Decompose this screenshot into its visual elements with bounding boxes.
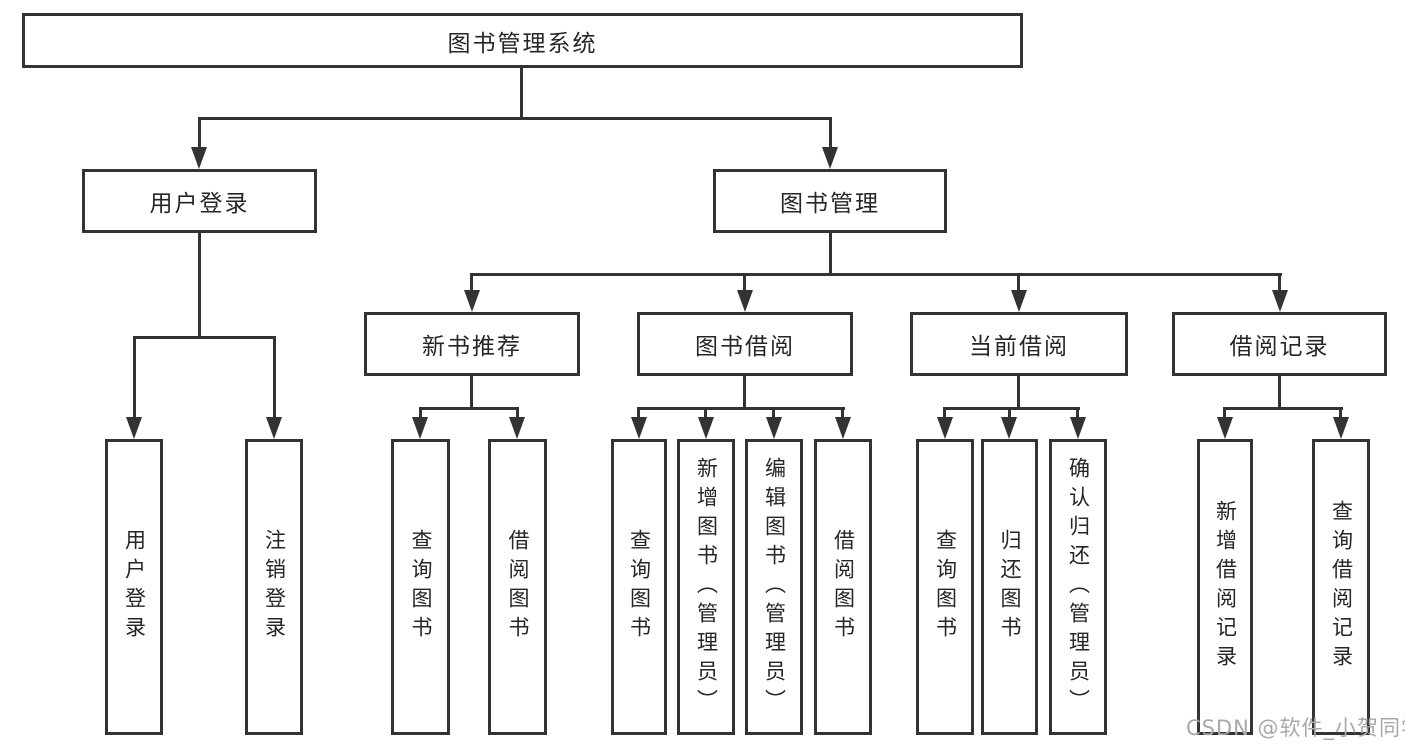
edge-horizontal (419, 407, 519, 410)
arrow-down-icon (631, 417, 647, 439)
edge-vertical (1339, 407, 1342, 419)
edge-vertical (1076, 407, 1079, 419)
arrow-down-icon (937, 417, 953, 439)
leaf-br-add-record: 新增借阅记录 (1197, 439, 1253, 735)
edge-vertical (772, 407, 775, 419)
edge-vertical (704, 407, 707, 419)
watermark: CSDN @软件_小贺同学 (1186, 716, 1405, 740)
node-user-login: 用户登录 (82, 169, 317, 233)
arrow-down-icon (266, 417, 282, 439)
edge-vertical (1017, 376, 1020, 410)
edge-vertical (470, 376, 473, 410)
edge-vertical (1008, 407, 1011, 419)
edge-vertical (470, 273, 473, 293)
leaf-cb-query-books: 查询图书 (916, 439, 974, 735)
arrow-down-icon (1001, 417, 1017, 439)
edge-vertical (829, 117, 832, 150)
edge-vertical (133, 336, 136, 420)
arrow-down-icon (1070, 417, 1086, 439)
leaf-bb-query-books: 查询图书 (611, 439, 667, 735)
leaf-rec-borrow-books: 借阅图书 (488, 439, 547, 735)
edge-vertical (743, 273, 746, 293)
edge-horizontal (1224, 407, 1343, 410)
arrow-down-icon (766, 417, 782, 439)
node-new-book-recommend: 新书推荐 (364, 312, 580, 376)
leaf-cb-return-books: 归还图书 (981, 439, 1038, 735)
arrow-down-icon (1272, 290, 1288, 312)
leaf-rec-query-books: 查询图书 (391, 439, 450, 735)
edge-vertical (516, 407, 519, 419)
leaf-bb-add-books: 新增图书（管理员） (677, 439, 735, 735)
node-current-borrow: 当前借阅 (910, 312, 1128, 376)
arrow-down-icon (835, 417, 851, 439)
edge-vertical (829, 233, 832, 276)
edge-vertical (841, 407, 844, 419)
arrow-down-icon (737, 290, 753, 312)
leaf-logout: 注销登录 (245, 439, 303, 735)
node-book-management: 图书管理 (713, 169, 947, 233)
arrow-down-icon (412, 417, 428, 439)
arrow-down-icon (191, 147, 207, 169)
edge-horizontal (944, 407, 1080, 410)
edge-vertical (520, 67, 523, 119)
leaf-cb-confirm-return: 确认归还（管理员） (1049, 439, 1107, 735)
edge-horizontal (471, 273, 1282, 276)
node-root: 图书管理系统 (22, 13, 1023, 68)
edge-vertical (1278, 376, 1281, 410)
arrow-down-icon (822, 147, 838, 169)
node-book-borrow: 图书借阅 (637, 312, 853, 376)
arrow-down-icon (1333, 417, 1349, 439)
edge-vertical (1223, 407, 1226, 419)
edge-vertical (198, 233, 201, 339)
edge-vertical (198, 117, 201, 150)
leaf-bb-edit-books: 编辑图书（管理员） (745, 439, 803, 735)
edge-horizontal (638, 407, 845, 410)
edge-vertical (943, 407, 946, 419)
edge-vertical (1278, 273, 1281, 293)
edge-horizontal (133, 336, 276, 339)
arrow-down-icon (698, 417, 714, 439)
arrow-down-icon (126, 417, 142, 439)
edge-vertical (419, 407, 422, 419)
leaf-br-query-record: 查询借阅记录 (1312, 439, 1370, 735)
leaf-user-login: 用户登录 (105, 439, 163, 735)
arrow-down-icon (509, 417, 525, 439)
edge-vertical (273, 336, 276, 420)
arrow-down-icon (1011, 290, 1027, 312)
arrow-down-icon (464, 290, 480, 312)
node-borrow-records: 借阅记录 (1172, 312, 1387, 376)
edge-vertical (743, 376, 746, 410)
edge-horizontal (198, 117, 832, 120)
leaf-bb-borrow-books: 借阅图书 (814, 439, 872, 735)
arrow-down-icon (1217, 417, 1233, 439)
edge-vertical (1017, 273, 1020, 293)
edge-vertical (637, 407, 640, 419)
